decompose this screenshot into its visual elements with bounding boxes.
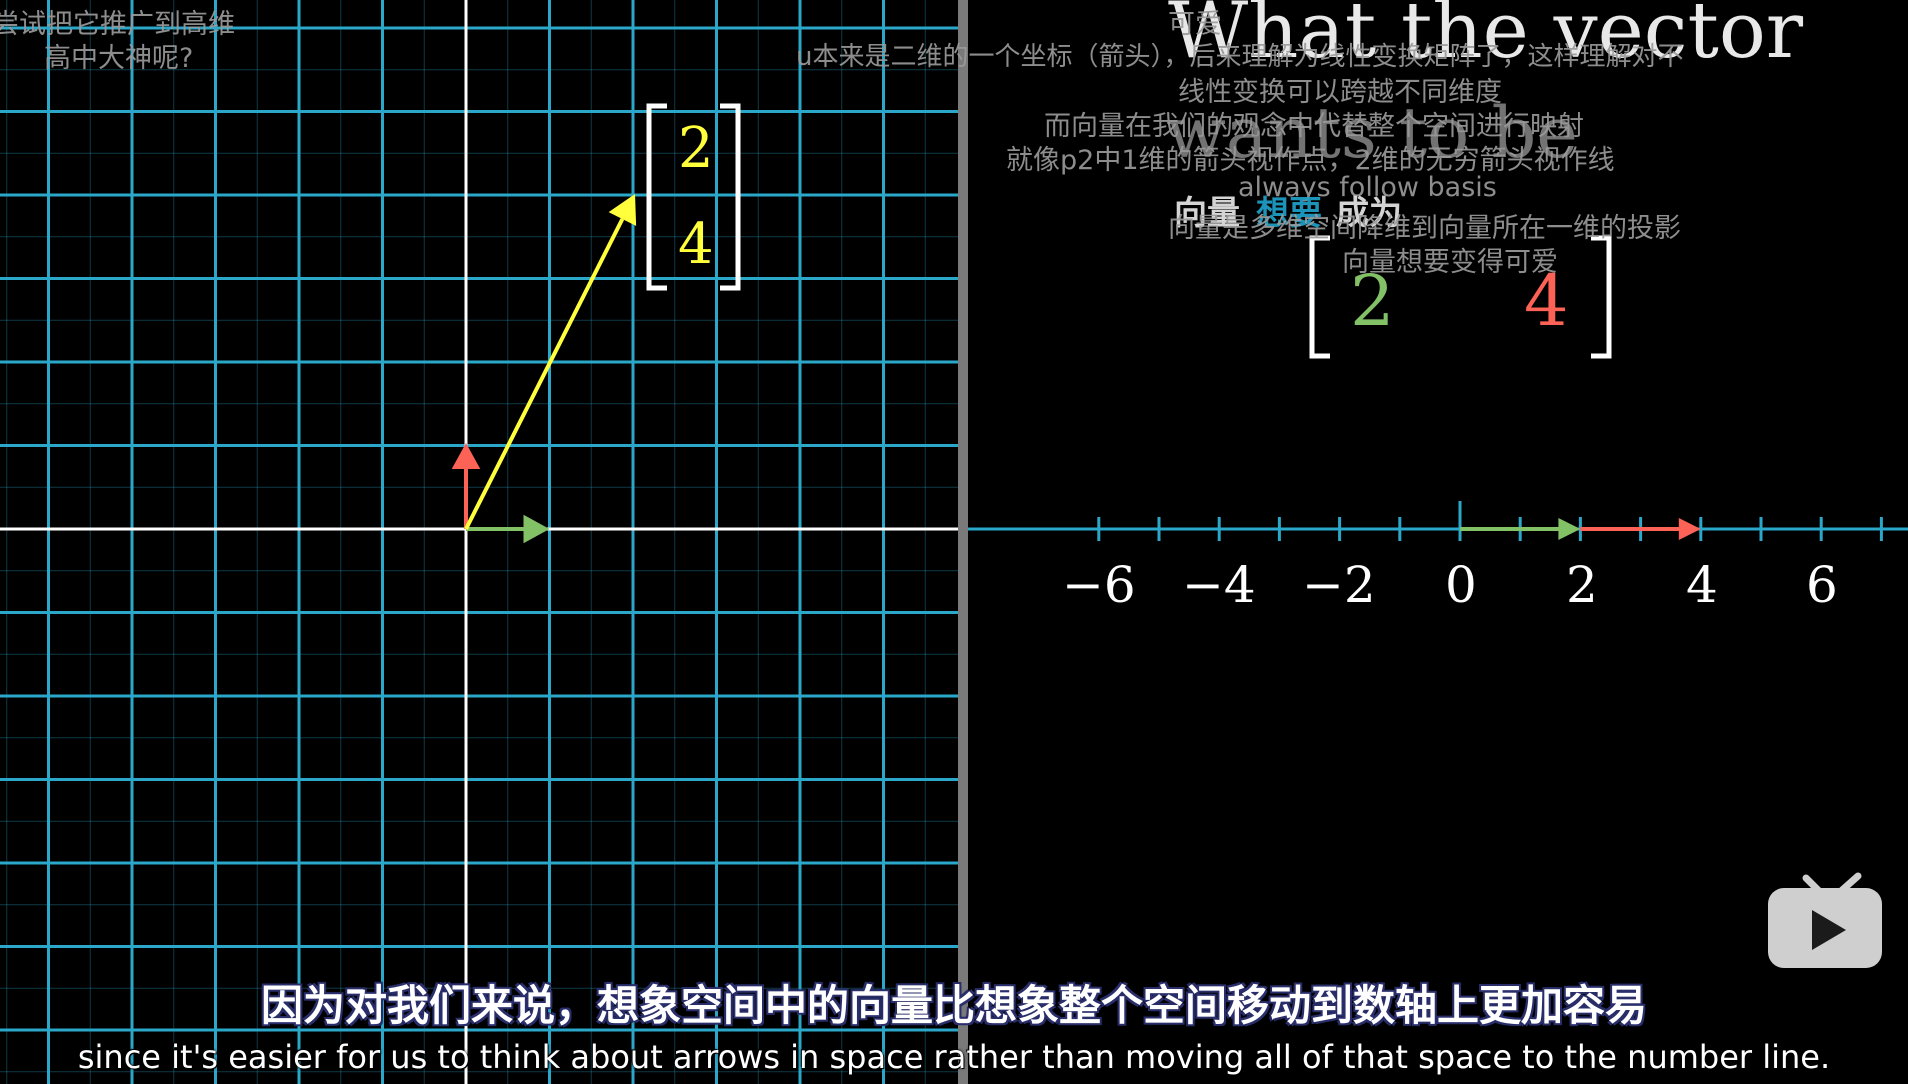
subtitle-english: since it's easier for us to think about … xyxy=(77,1038,1831,1076)
tv-icon[interactable] xyxy=(1766,872,1886,976)
danmaku-comment: 想要 xyxy=(1256,193,1322,232)
number-line xyxy=(968,501,1908,541)
tick-label: −6 xyxy=(1062,556,1136,614)
tick-label: 6 xyxy=(1806,556,1838,614)
bracket-left xyxy=(646,103,667,291)
danmaku-comment: 可爱 xyxy=(1168,9,1222,40)
bracket-right xyxy=(1591,235,1612,359)
subtitle-chinese: 因为对我们来说，想象空间中的向量比想象整个空间移动到数轴上更加容易 xyxy=(260,981,1647,1030)
title-line-2: wants to be xyxy=(1166,92,1578,174)
danmaku-comment: 向量是多维空间降维到向量所在一维的投影 xyxy=(1168,213,1681,244)
panel-divider xyxy=(958,0,968,1084)
tick-label: −2 xyxy=(1302,556,1376,614)
matrix-brackets xyxy=(646,103,1612,359)
danmaku-comment: u本来是二维的一个坐标（箭头），后来理解为线性变换矩阵了，这样理解对不 xyxy=(796,42,1684,72)
tick-label: 2 xyxy=(1566,556,1598,614)
matrix-bottom-entry: 4 xyxy=(678,212,714,277)
matrix-top-entry: 2 xyxy=(678,116,714,181)
danmaku-comment: 向量 xyxy=(1174,193,1240,232)
danmaku-comment: 成为 xyxy=(1336,193,1402,232)
danmaku-comment: 高中大神呢? xyxy=(44,43,194,74)
i-hat-arrow xyxy=(466,514,550,544)
tick-label: −4 xyxy=(1182,556,1256,614)
tick-label: 4 xyxy=(1686,556,1718,614)
danmaku-comment: 线性变换可以跨越不同维度 xyxy=(1178,77,1502,108)
danmaku-comment: 向量想要变得可爱 xyxy=(1342,247,1558,278)
danmaku-comment: always follow basis xyxy=(1238,172,1497,203)
row-matrix-left-entry: 2 xyxy=(1350,260,1395,342)
vector-arrow xyxy=(464,194,637,530)
danmaku-comment: 而向量在我们的观念中代替整个空间进行映射 xyxy=(1044,111,1584,142)
vector-arrows xyxy=(451,194,637,544)
title-line-1: What the vector xyxy=(1168,0,1804,76)
j-hat-arrow xyxy=(451,443,481,529)
bracket-left xyxy=(1309,235,1330,359)
tick-label: 0 xyxy=(1445,556,1477,614)
row-matrix-right-entry: 4 xyxy=(1524,260,1569,342)
bracket-right xyxy=(720,103,741,291)
danmaku-comment: 就像p2中1维的箭头视作点，2维的无穷箭头视作线 xyxy=(1006,145,1615,176)
i-hat-projection xyxy=(1460,518,1581,540)
danmaku-comment: 尝试把它推广到高维 xyxy=(0,9,235,40)
j-hat-projection xyxy=(1580,518,1701,540)
